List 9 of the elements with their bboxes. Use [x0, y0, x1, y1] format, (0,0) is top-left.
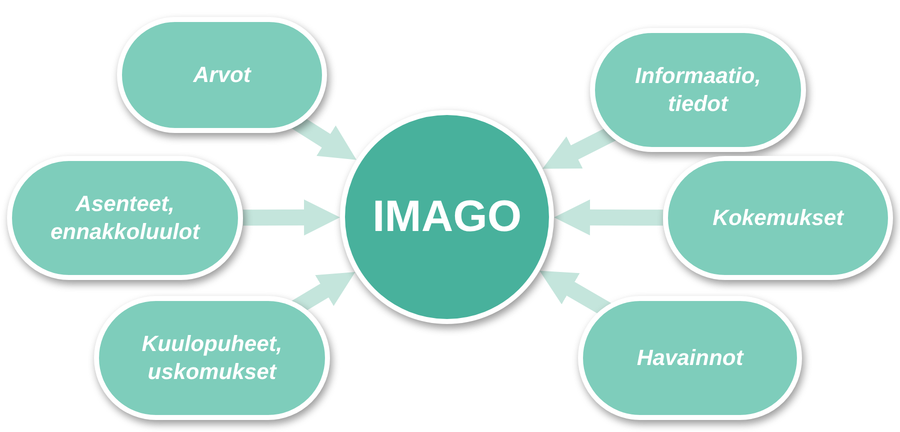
- topic-label: Arvot: [193, 61, 251, 89]
- topic-label: Informaatio, tiedot: [634, 62, 762, 118]
- block-arrow: [242, 199, 340, 236]
- topic-label: Kuulopuheet, uskomukset: [140, 330, 284, 386]
- topic-label: Asenteet, ennakkoluulot: [49, 190, 202, 246]
- topic-label: Havainnot: [636, 344, 744, 372]
- center-label: IMAGO: [372, 191, 522, 243]
- block-arrow: [554, 199, 664, 236]
- topic-label: Kokemukset: [712, 204, 844, 232]
